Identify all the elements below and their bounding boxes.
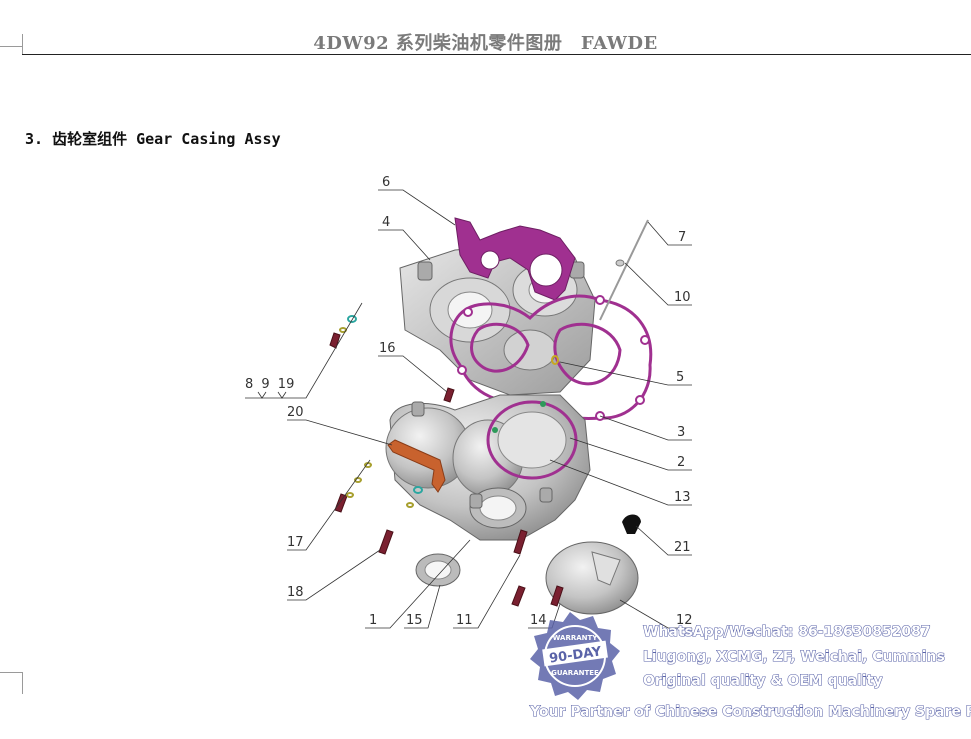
gasket-6 [454,217,576,301]
badge-bottom-text: GUARANTEE [551,669,599,677]
callout-2: 2 [677,455,685,470]
callout-12: 12 [676,613,693,628]
nut-10 [615,259,625,267]
gasket-2 [486,400,578,480]
callout-11: 11 [456,613,473,628]
page-header-title: 4DW92 系列柴油机零件图册 FAWDE [313,33,658,54]
warranty-badge: WARRANTY 90-DAY GUARANTEE [530,612,620,700]
callout-20: 20 [287,405,304,420]
front-cover-12 [545,541,639,615]
callout-21: 21 [674,540,691,555]
section-heading: 3. 齿轮室组件 Gear Casing Assy [25,130,281,148]
callout-labels: 6 4 7 10 16 8 9 19 5 20 3 2 13 17 21 18 … [245,175,693,628]
seal-ring-15 [415,553,461,587]
callout-7: 7 [678,230,686,245]
callout-15: 15 [406,613,423,628]
callout-4: 4 [382,215,390,230]
callout-18: 18 [287,585,304,600]
callout-1: 1 [369,613,377,628]
gear-casing-lower [385,394,591,541]
callout-10: 10 [674,290,691,305]
crop-mark-bottom-left-h [0,672,22,673]
oil-pipe-20 [387,439,446,493]
watermark-contact: WhatsApp/Wechat: 86-18630852087 [643,624,931,640]
leader-lines [245,189,692,629]
callout-6: 6 [382,175,390,190]
watermark-brands: Liugong, XCMG, ZF, Weichai, Cummins [643,649,945,665]
badge-main-text: 90-DAY [548,644,603,666]
breather-cap-21 [622,514,641,534]
badge-top-text: WARRANTY [553,634,599,642]
callout-3: 3 [677,425,685,440]
watermark-quality: Original quality & OEM quality [643,673,882,689]
callout-14: 14 [530,613,547,628]
header-rule [22,54,971,55]
callout-16: 16 [379,341,396,356]
callout-13: 13 [674,490,691,505]
crop-mark-bottom-left-v [22,672,23,694]
crop-mark-top-left-v [22,34,23,54]
bolts [329,332,564,607]
callout-5: 5 [676,370,684,385]
gasket-3-bolt-holes [457,295,650,421]
callout-17: 17 [287,535,304,550]
crop-mark-top-left-h [0,46,22,47]
callout-8-9-19: 8 9 19 [245,377,294,392]
stud-7 [599,219,649,321]
watermark-tagline: Your Partner of Chinese Construction Mac… [529,704,971,720]
washers [339,315,559,508]
